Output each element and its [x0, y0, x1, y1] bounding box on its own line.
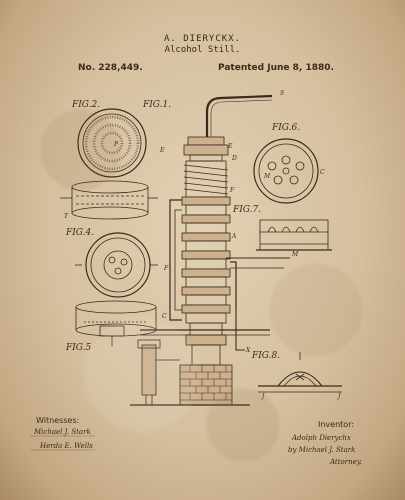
svg-text:A: A: [231, 233, 237, 240]
svg-text:J: J: [336, 393, 341, 400]
svg-text:S: S: [280, 90, 284, 97]
inventor-signature-3: Attorney.: [330, 458, 363, 466]
svg-text:C: C: [162, 313, 167, 320]
fig2-perforated-plate: [77, 108, 147, 178]
patent-title: Alcohol Still.: [164, 45, 241, 55]
fig8-label: FIG.8.: [251, 351, 280, 361]
svg-text:M: M: [291, 251, 299, 258]
fig1-label: FIG.1.: [142, 100, 171, 110]
witness-signature-1: Michael J. Stark: [34, 428, 91, 436]
svg-text:E: E: [227, 143, 233, 150]
fig8-valve: [258, 352, 342, 393]
svg-text:C: C: [320, 169, 325, 176]
svg-text:E: E: [159, 147, 165, 154]
svg-text:P: P: [113, 141, 119, 148]
witness-signature-2: Herda E. Wells: [40, 442, 93, 450]
svg-text:D: D: [231, 155, 237, 162]
svg-text:J: J: [260, 393, 265, 400]
witnesses-label: Witnesses:: [36, 416, 80, 425]
svg-text:M: M: [263, 173, 271, 180]
fig4-tray: [75, 232, 158, 298]
inventor-signature-2: by Michael J. Stark: [288, 446, 356, 454]
fig1-still-column: [130, 94, 290, 406]
patent-date: Patented June 8, 1880.: [218, 63, 334, 73]
fig2-basket: [60, 180, 158, 220]
fig4-label: FIG.4.: [65, 228, 94, 238]
inventor-name: A. DIERYCKX.: [163, 34, 242, 44]
svg-text:T: T: [64, 213, 69, 220]
svg-text:F: F: [229, 187, 235, 194]
svg-text:F: F: [163, 265, 169, 272]
fig7-tray-section: [256, 219, 332, 251]
fig2-label: FIG.2.: [71, 100, 100, 110]
inventor-signature-1: Adolph Dierychx: [292, 434, 351, 442]
fig5-label: FIG.5: [65, 343, 92, 353]
fig7-label: FIG.7.: [232, 205, 261, 215]
inventor-label: Inventor:: [318, 420, 355, 429]
patent-number: No. 228,449.: [78, 63, 143, 73]
fig6-disc: [253, 138, 319, 204]
fig6-label: FIG.6.: [271, 123, 300, 133]
svg-text:X: X: [245, 347, 251, 354]
fig5-pan: [75, 300, 157, 346]
